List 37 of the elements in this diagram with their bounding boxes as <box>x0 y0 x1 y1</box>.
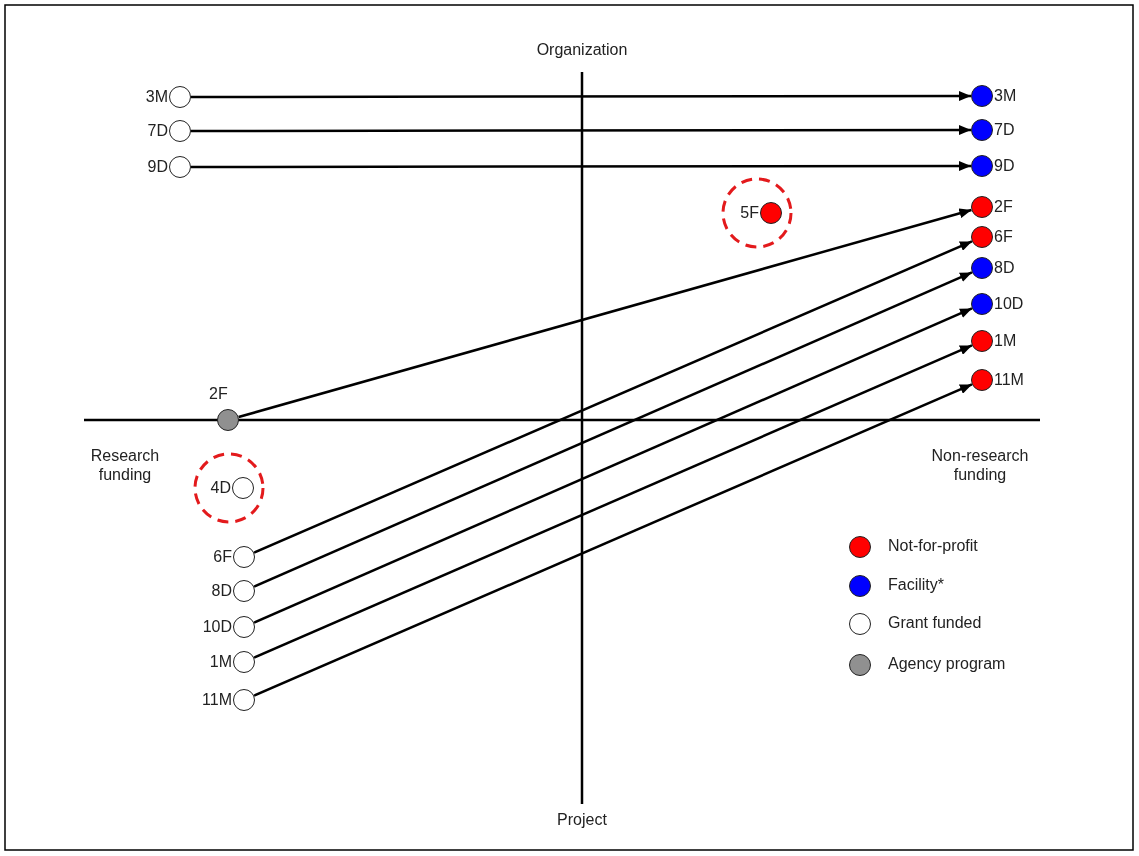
node-label: 11M <box>994 371 1024 389</box>
node-label: 2F <box>994 198 1013 216</box>
arrow <box>253 383 973 697</box>
arrow <box>191 125 971 136</box>
node-label: 3M <box>994 87 1017 105</box>
node-label: 7D <box>994 121 1015 139</box>
node-label: 6F <box>213 548 232 566</box>
node-label: 8D <box>994 259 1015 277</box>
node-label: 7D <box>147 122 168 140</box>
node-label: 9D <box>147 158 168 176</box>
node-label: 1M <box>209 653 232 671</box>
legend-label: Not-for-profit <box>888 537 978 555</box>
node-label: 10D <box>202 618 232 636</box>
node-label: 4D <box>210 479 231 497</box>
axis-label: Non-research funding <box>930 446 1030 484</box>
arrow <box>253 344 973 659</box>
axis-label: Research funding <box>89 446 161 484</box>
node-label: 5F <box>740 204 759 222</box>
arrow <box>191 161 971 172</box>
node-label: 11M <box>202 691 232 709</box>
node-label: 2F <box>209 385 228 403</box>
node-label: 9D <box>994 157 1015 175</box>
legend-label: Agency program <box>888 655 1006 673</box>
arrow <box>253 271 973 588</box>
arrow <box>253 240 973 554</box>
arrow <box>253 307 973 624</box>
node-label: 3M <box>145 88 168 106</box>
node-label: 6F <box>994 228 1013 246</box>
arrow <box>191 91 971 102</box>
node-label: 1M <box>994 332 1017 350</box>
legend-label: Facility* <box>888 576 944 594</box>
axis-label: Organization <box>535 40 629 59</box>
node-label: 10D <box>994 295 1024 313</box>
legend-label: Grant funded <box>888 614 982 632</box>
node-label: 8D <box>211 582 232 600</box>
arrow <box>238 208 972 419</box>
axis-label: Project <box>556 810 608 829</box>
